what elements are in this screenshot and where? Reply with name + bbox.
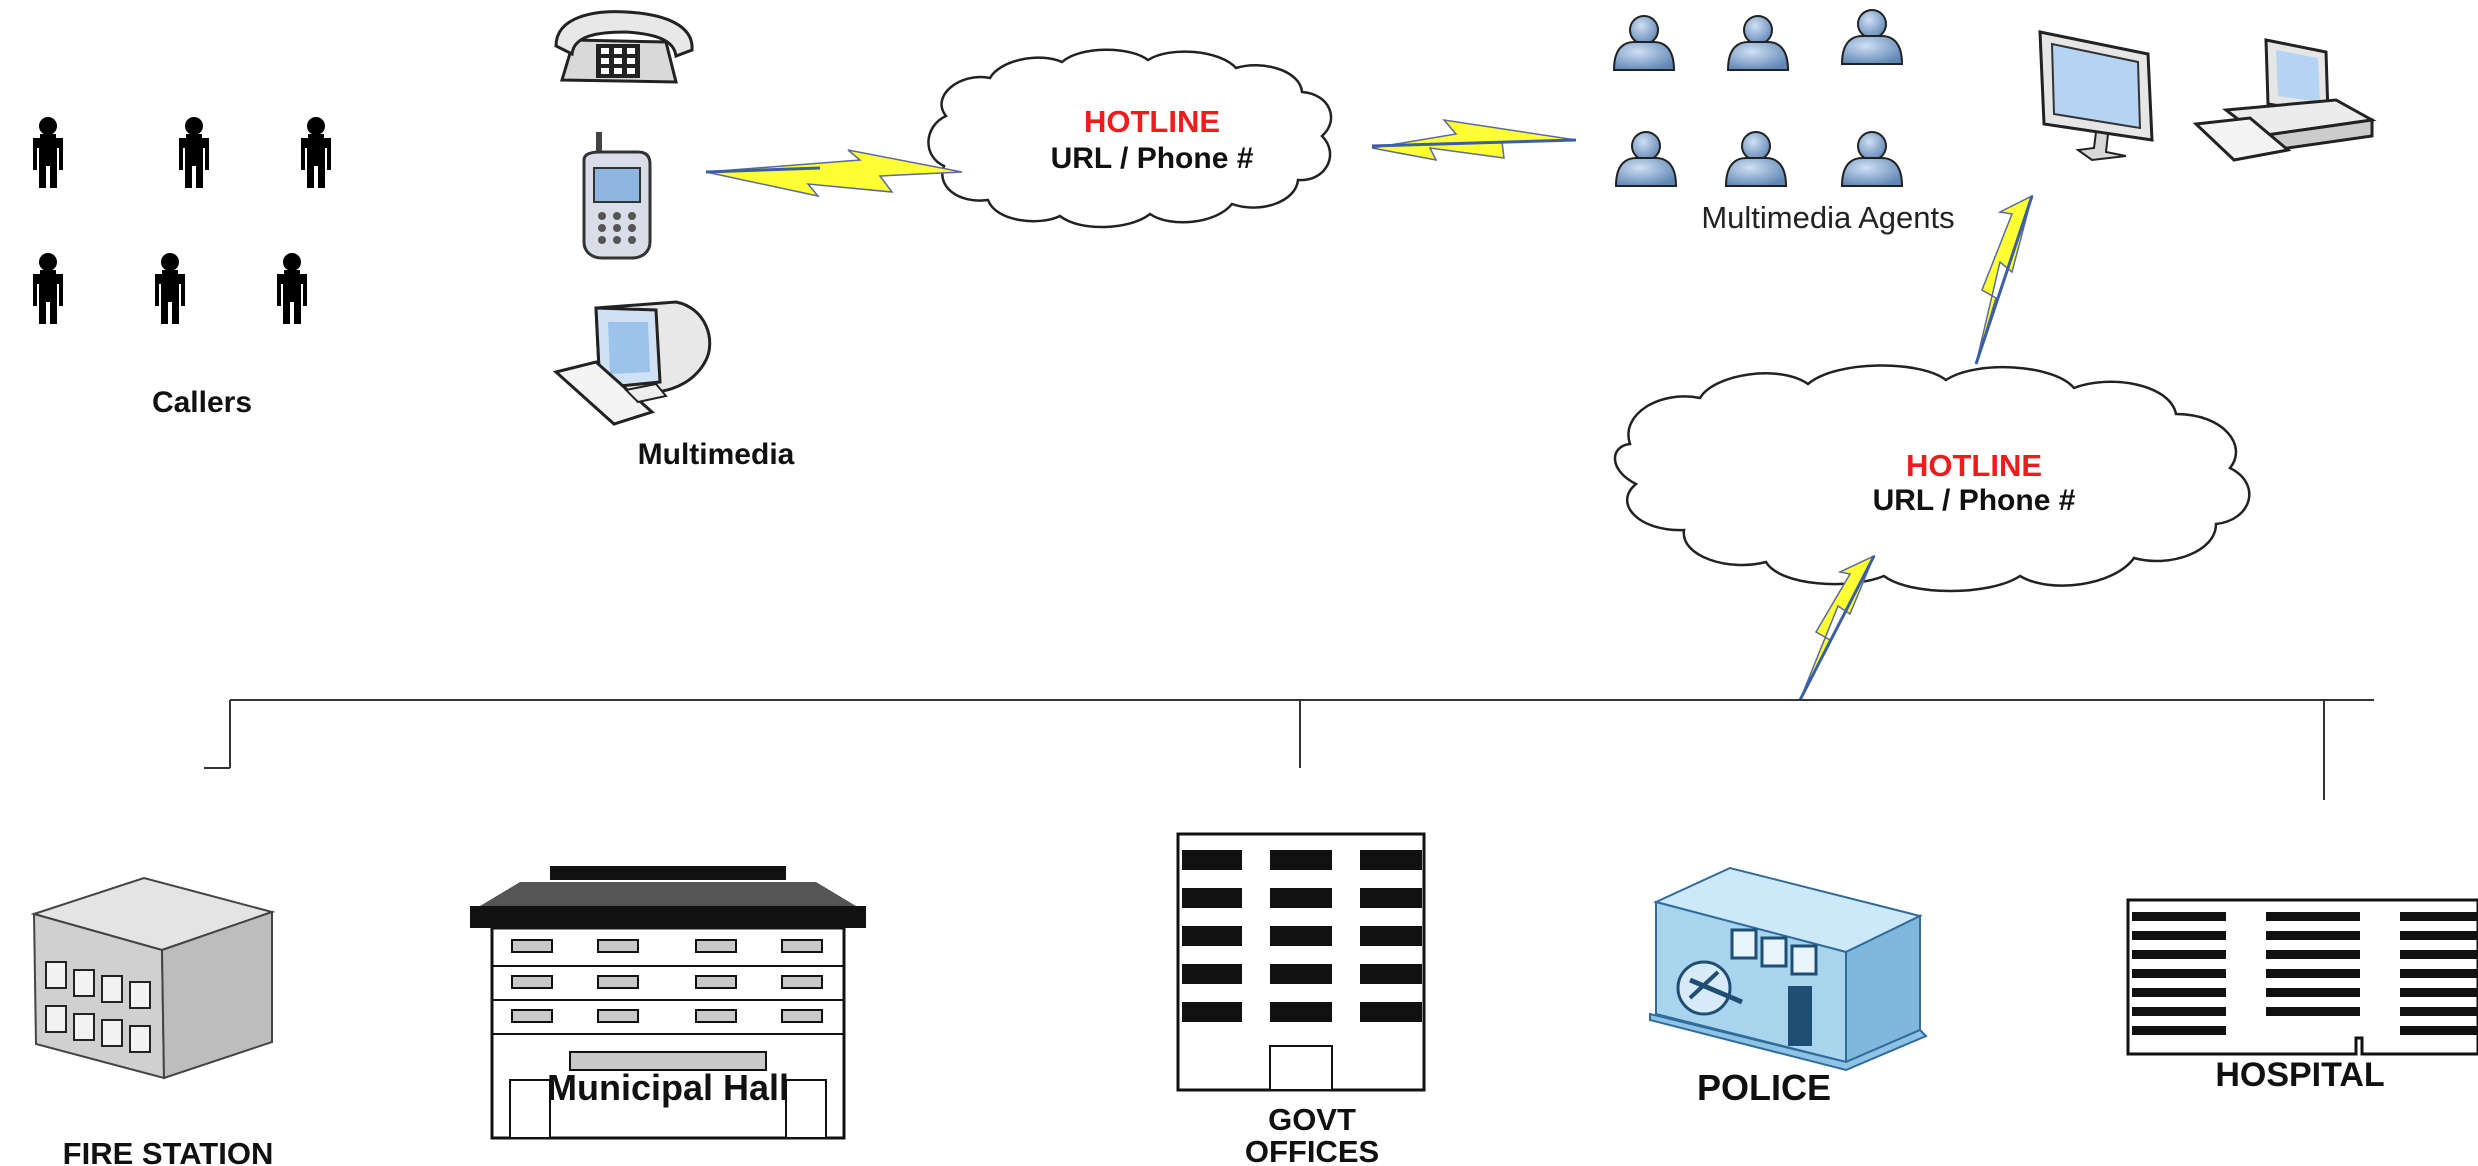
govt-offices-label-line2: OFFICES (1245, 1134, 1379, 1166)
lightning-icon (705, 149, 963, 198)
lightning-icon (1798, 554, 1876, 701)
fire-station-label: FIRE STATION (63, 1136, 274, 1166)
callers-group: Callers (33, 117, 331, 419)
municipal-hall-icon (470, 866, 866, 1140)
agent-icon (1613, 15, 1675, 71)
police-building-icon (1649, 866, 1928, 1072)
agent-icon (1725, 131, 1787, 187)
hotline-cloud-top: HOTLINE URL / Phone # (927, 48, 1333, 229)
network-bus (204, 699, 2374, 800)
monitor-icon (2038, 30, 2154, 162)
agent-icon (1615, 131, 1677, 187)
callers-label: Callers (152, 386, 252, 419)
hotline-title: HOTLINE (1906, 448, 2042, 483)
lightning-icon (1974, 194, 2034, 365)
multimedia-label: Multimedia (638, 438, 795, 471)
hospital-label: HOSPITAL (2215, 1056, 2384, 1094)
multimedia-agents-label: Multimedia Agents (1701, 200, 1954, 235)
desktop-computer-icon (2192, 38, 2377, 162)
hotline-subtitle: URL / Phone # (1873, 484, 2076, 517)
hotline-cloud-bottom: HOTLINE URL / Phone # (1613, 364, 2251, 593)
mobile-phone-icon (582, 132, 652, 260)
person-icon (33, 117, 63, 188)
agents-group: Multimedia Agents (1613, 9, 1955, 235)
agent-icon (1841, 9, 1903, 65)
person-icon (277, 253, 307, 324)
office-building-icon (1176, 832, 1426, 1092)
hotline-subtitle: URL / Phone # (1051, 142, 1254, 175)
police-label: POLICE (1697, 1067, 1831, 1108)
computer-icon (552, 300, 712, 426)
person-icon (33, 253, 63, 324)
person-icon (301, 117, 331, 188)
person-icon (155, 253, 185, 324)
agent-icon (1727, 15, 1789, 71)
lightning-icon (1371, 118, 1577, 162)
hotline-title: HOTLINE (1084, 104, 1220, 139)
hospital-icon (2126, 898, 2478, 1056)
municipal-hall-label: Municipal Hall (547, 1067, 789, 1108)
person-icon (179, 117, 209, 188)
desk-phone-icon (554, 10, 694, 84)
agent-icon (1841, 131, 1903, 187)
govt-offices-label-line1: GOVT (1268, 1102, 1356, 1137)
fire-station-icon (30, 876, 276, 1080)
